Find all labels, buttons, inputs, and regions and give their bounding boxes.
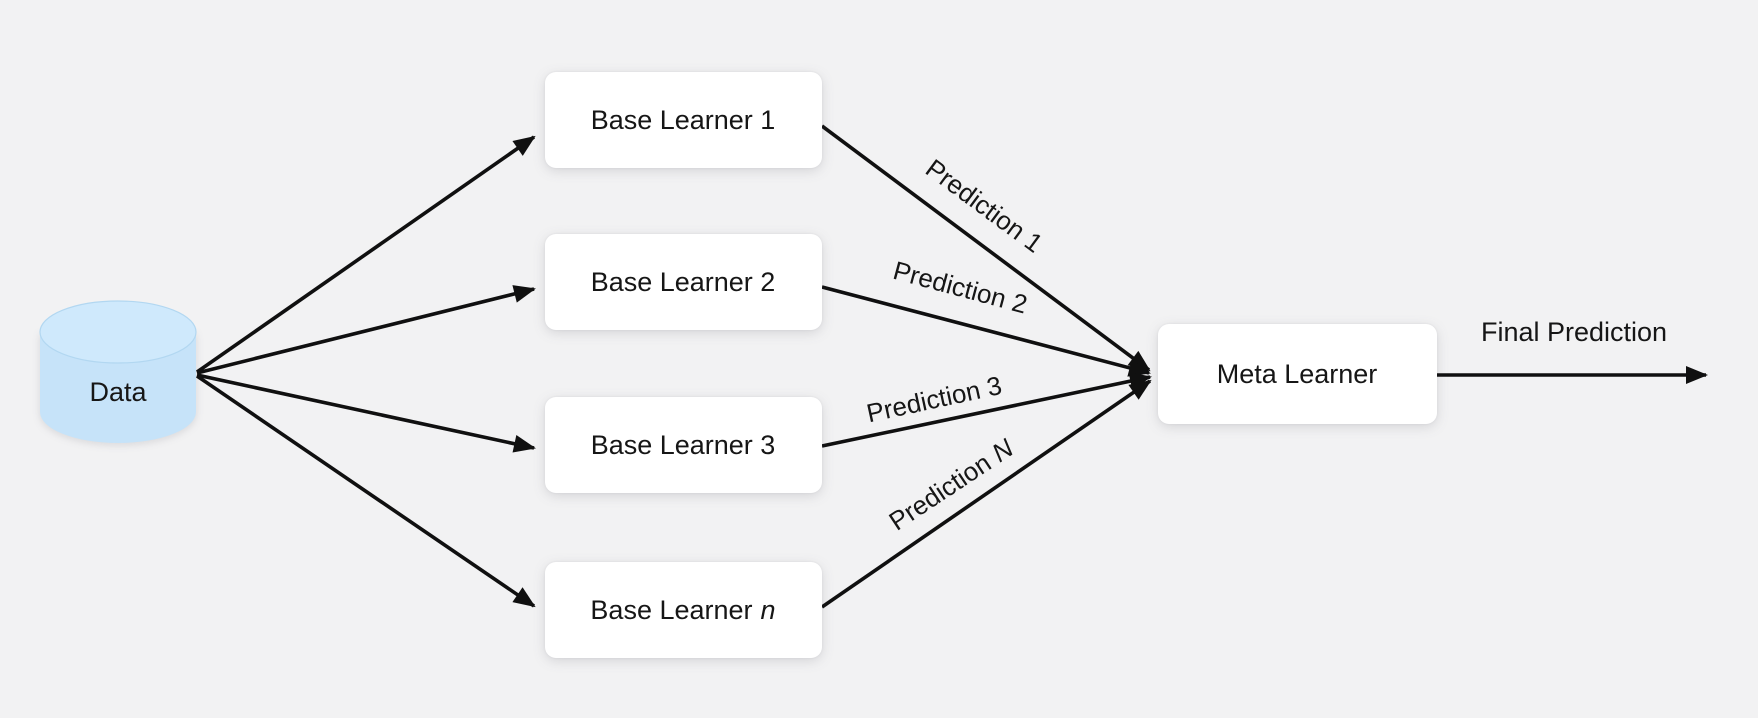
data-cylinder-body [40,332,196,443]
data-cylinder-top [39,300,197,364]
prediction-n-label-var: N [986,432,1018,468]
base-learner-1-label: Base Learner 1 [591,105,776,135]
base-learner-n-label: Base Learner n [590,595,775,625]
base-learner-3-label: Base Learner 3 [591,430,776,460]
edge-prediction-3 [821,372,1152,448]
base-learner-2-box [545,234,822,330]
edge-data-to-base-learner-3 [196,373,536,453]
edge-prediction-1 [820,124,1151,372]
edge-data-to-base-learner-2 [196,285,536,375]
base-learner-n-label-var: n [761,595,776,625]
edge-data-to-base-learner-n [195,374,536,608]
base-learner-3-box [545,397,822,493]
base-learner-n-node: Base Learner n [545,562,822,658]
base-learner-n-box [545,562,822,658]
meta-learner-box [1158,324,1437,424]
meta-learner-node: Meta Learner [1158,324,1437,424]
data-node-label: Data [89,377,147,407]
base-learner-1-box [545,72,822,168]
prediction-3-label: Prediction 3 [864,370,1005,428]
edge-prediction-n [820,379,1152,609]
prediction-1-label: Prediction 1 [920,153,1048,259]
meta-learner-label: Meta Learner [1217,359,1378,389]
base-learner-1-node: Base Learner 1 [545,72,822,168]
base-learner-3-node: Base Learner 3 [545,397,822,493]
edge-data-to-base-learner-1 [195,135,536,374]
base-learner-n-label-prefix: Base Learner [590,595,752,625]
edge-prediction-2 [821,285,1151,377]
final-prediction-label: Final Prediction [1481,317,1667,347]
prediction-n-label-prefix: Prediction [883,447,996,536]
data-node: Data [39,300,197,443]
base-learner-2-node: Base Learner 2 [545,234,822,330]
base-learner-2-label: Base Learner 2 [591,267,776,297]
